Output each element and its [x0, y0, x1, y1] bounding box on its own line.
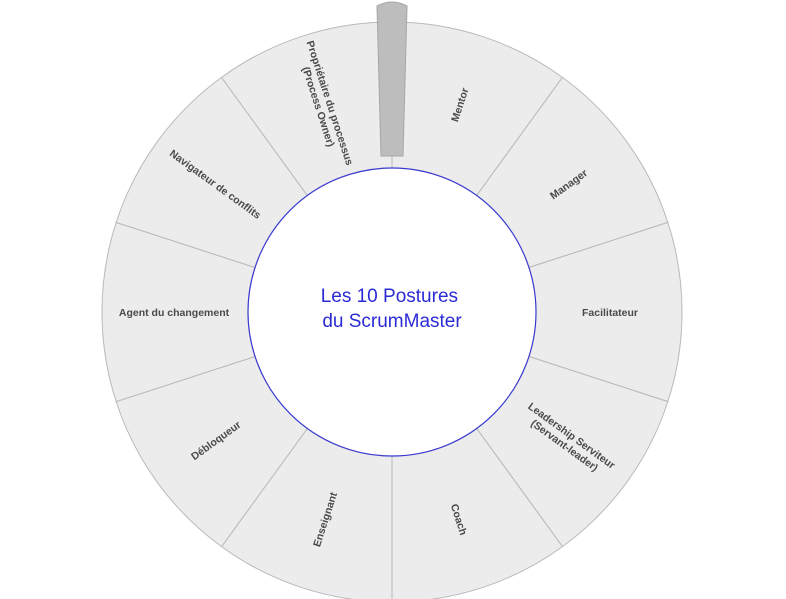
center-title-line-2: du ScrumMaster — [322, 311, 462, 332]
segment-label-line: Agent du changement — [119, 307, 230, 319]
center-title: Les 10 Postures du ScrumMaster — [321, 286, 464, 332]
segments-group — [101, 21, 683, 599]
segment-label-line: Facilitateur — [582, 307, 638, 319]
center-title-line-1: Les 10 Postures — [321, 286, 458, 307]
segment-label-agent-du-changement: Agent du changement — [119, 307, 230, 319]
wheel-pointer — [376, 1, 408, 157]
center-circle — [247, 167, 537, 457]
segment-label-facilitateur: Facilitateur — [582, 307, 638, 319]
